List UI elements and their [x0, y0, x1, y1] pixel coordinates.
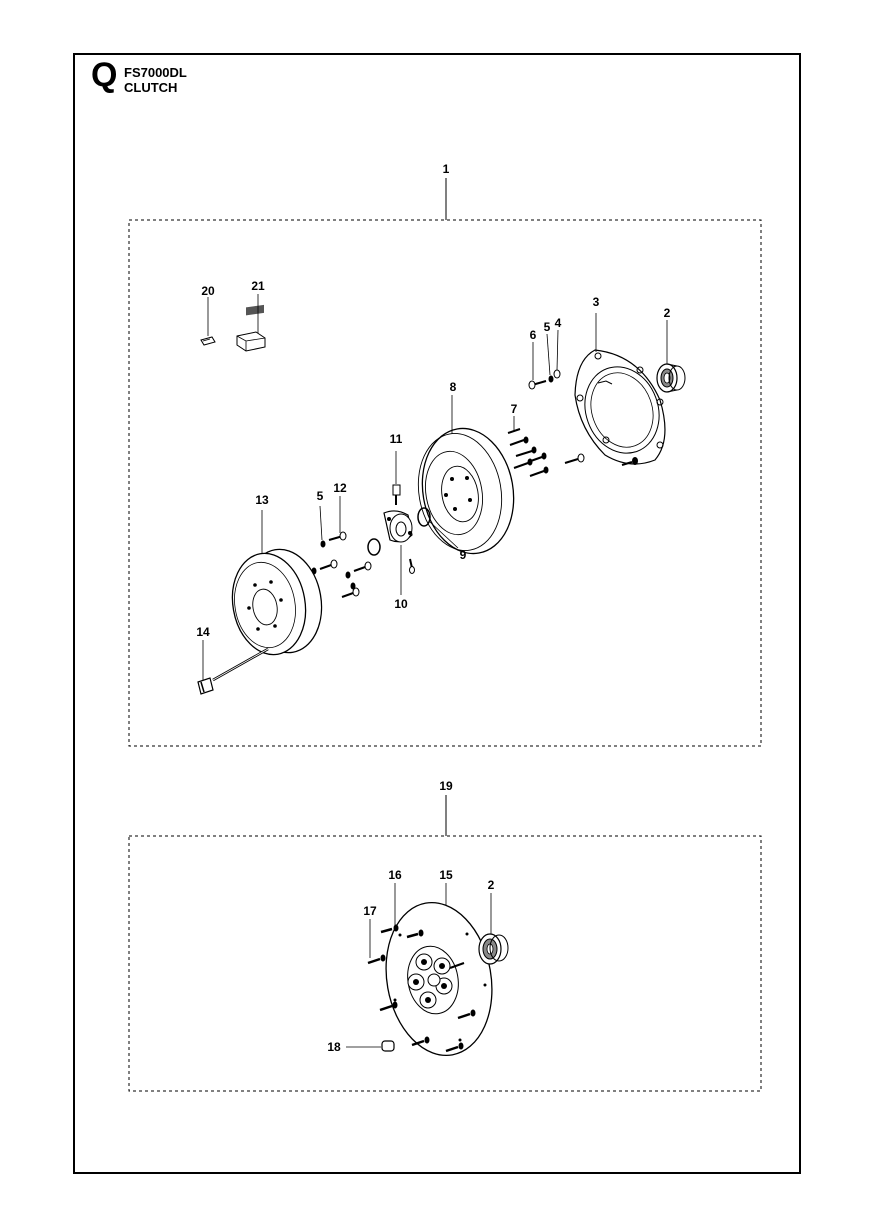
callout-4: 4 — [555, 316, 562, 330]
part-13-drum: 13 — [231, 493, 323, 656]
callout-7: 7 — [511, 402, 518, 416]
assembly-19-box — [128, 835, 762, 1092]
callout-5-top: 5 — [544, 320, 551, 334]
part-7-screws: 7 — [507, 402, 549, 477]
parts-5-12-fasteners: 5 12 — [311, 481, 372, 598]
part-2-bearing-lower: 2 — [478, 878, 509, 965]
part-20-clip: 20 — [200, 284, 216, 346]
callout-16: 16 — [388, 868, 402, 882]
callout-19: 19 — [439, 779, 453, 793]
callout-14: 14 — [196, 625, 210, 639]
callout-21: 21 — [251, 279, 265, 293]
callout-1: 1 — [443, 162, 450, 176]
parts-16-17-fasteners: 16 17 — [363, 868, 476, 1053]
callout-9: 9 — [460, 548, 467, 562]
parts-4-5-6-fasteners: 6 5 4 — [528, 316, 562, 390]
part-2-bearing: 2 — [656, 306, 686, 393]
housing-bolts — [564, 453, 638, 466]
part-14-sensor: 14 — [196, 625, 269, 695]
callout-3: 3 — [593, 295, 600, 309]
callout-12: 12 — [333, 481, 347, 495]
callout-18: 18 — [327, 1040, 341, 1054]
callout-15: 15 — [439, 868, 453, 882]
callout-10: 10 — [394, 597, 408, 611]
callout-5-bottom: 5 — [317, 489, 324, 503]
callout-6: 6 — [530, 328, 537, 342]
part-8-pulley: 8 — [417, 380, 515, 555]
part-3-housing: 3 — [574, 295, 666, 465]
assembly-1-box — [128, 219, 762, 747]
callout-17: 17 — [363, 904, 377, 918]
callout-20: 20 — [201, 284, 215, 298]
part-9-circlip: 9 — [417, 507, 467, 562]
part-21-relay: 21 — [236, 279, 266, 352]
page-frame — [73, 53, 801, 1174]
assembly-1-group: 1 — [128, 162, 762, 747]
part-10-hub: 10 — [367, 510, 415, 611]
section-letter: Q — [91, 56, 118, 94]
callout-2: 2 — [664, 306, 671, 320]
section-title: CLUTCH — [124, 80, 178, 95]
callout-13: 13 — [255, 493, 269, 507]
callout-2-lower: 2 — [488, 878, 495, 892]
callout-11: 11 — [390, 432, 403, 446]
part-11-screw: 11 — [390, 432, 403, 505]
part-18-plug: 18 — [327, 1040, 395, 1054]
callout-8: 8 — [450, 380, 457, 394]
model-name: FS7000DL — [124, 65, 187, 80]
part-15-flex-plate: 15 — [385, 868, 493, 1057]
assembly-19-group: 19 — [128, 779, 762, 1092]
